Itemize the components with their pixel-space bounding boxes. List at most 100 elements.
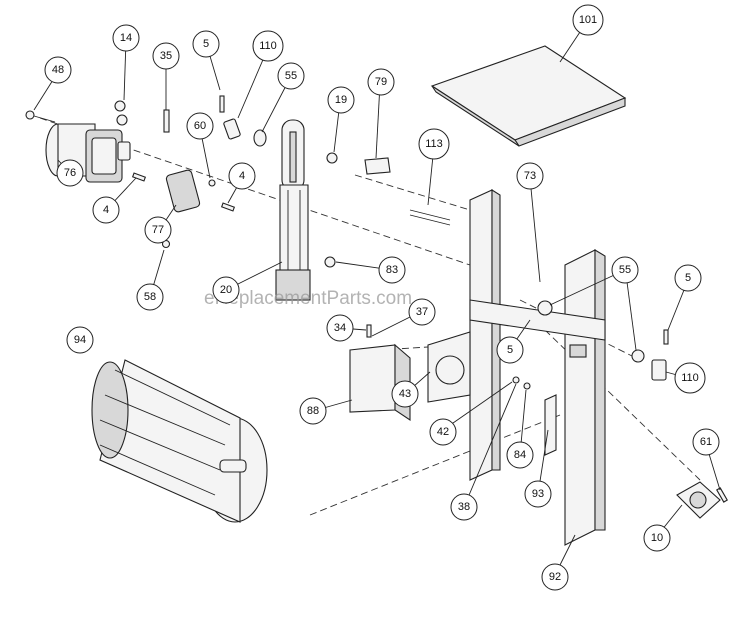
part-92-frame — [469, 189, 669, 546]
callout-label: 60 — [194, 120, 206, 132]
callout-label: 110 — [259, 40, 277, 52]
callout-circle — [92, 196, 120, 224]
callout-5: 5 — [496, 336, 524, 364]
callout-label: 20 — [220, 284, 232, 296]
callout-label: 84 — [514, 449, 526, 461]
callout-label: 73 — [524, 170, 536, 182]
callout-circle — [44, 56, 72, 84]
callout-label: 113 — [425, 138, 443, 150]
callout-label: 101 — [579, 14, 597, 26]
callout-label: 83 — [386, 264, 398, 276]
callout-circle — [429, 418, 457, 446]
part-10-bearing — [676, 481, 728, 519]
callout-label: 37 — [416, 306, 428, 318]
callout-label: 61 — [700, 436, 712, 448]
callout-55: 55 — [611, 256, 639, 284]
callout-circle — [692, 428, 720, 456]
callout-label: 4 — [239, 170, 245, 182]
callout-label: 55 — [619, 264, 631, 276]
part-79-plate — [364, 157, 391, 175]
callout-110: 110 — [674, 362, 706, 394]
callout-circle — [56, 159, 84, 187]
callout-circle — [643, 524, 671, 552]
callout-circle — [326, 314, 354, 342]
callout-42: 42 — [429, 418, 457, 446]
callout-label: 14 — [120, 32, 132, 44]
callout-label: 5 — [203, 38, 209, 50]
watermark-text: eReplacementParts.com — [204, 288, 412, 309]
callout-label: 48 — [52, 64, 64, 76]
part-101-top-plate — [430, 45, 627, 147]
callout-76: 76 — [56, 159, 84, 187]
callout-55: 55 — [277, 62, 305, 90]
callout-circle — [277, 62, 305, 90]
callout-label: 110 — [681, 372, 699, 384]
callout-19: 19 — [327, 86, 355, 114]
callout-circle — [66, 326, 94, 354]
part-94-drum — [91, 359, 268, 523]
callout-circle — [418, 128, 450, 160]
callout-35: 35 — [152, 42, 180, 70]
callout-60: 60 — [186, 112, 214, 140]
callout-38: 38 — [450, 493, 478, 521]
callout-label: 58 — [144, 291, 156, 303]
callout-92: 92 — [541, 563, 569, 591]
callout-label: 4 — [103, 204, 109, 216]
callout-101: 101 — [572, 4, 604, 36]
callout-label: 34 — [334, 322, 346, 334]
callout-113: 113 — [418, 128, 450, 160]
callout-4: 4 — [92, 196, 120, 224]
callout-93: 93 — [524, 480, 552, 508]
callout-88: 88 — [299, 397, 327, 425]
callout-label: 79 — [375, 76, 387, 88]
callout-circle — [408, 298, 436, 326]
callout-label: 42 — [437, 426, 449, 438]
callout-label: 55 — [285, 70, 297, 82]
callout-circle — [212, 276, 240, 304]
callout-94: 94 — [66, 326, 94, 354]
callout-48: 48 — [44, 56, 72, 84]
callout-circle — [524, 480, 552, 508]
part-coupler-group — [131, 109, 236, 249]
callout-84: 84 — [506, 441, 534, 469]
callout-label: 10 — [651, 532, 663, 544]
callout-label: 88 — [307, 405, 319, 417]
callout-label: 35 — [160, 50, 172, 62]
callout-34: 34 — [326, 314, 354, 342]
callout-73: 73 — [516, 162, 544, 190]
callout-circle — [674, 264, 702, 292]
callout-circle — [327, 86, 355, 114]
callout-label: 19 — [335, 94, 347, 106]
callout-circle — [516, 162, 544, 190]
callout-circle — [367, 68, 395, 96]
callout-37: 37 — [408, 298, 436, 326]
callout-circle — [378, 256, 406, 284]
part-113-handle — [409, 209, 451, 226]
callout-label: 92 — [549, 571, 561, 583]
callout-circle — [611, 256, 639, 284]
part-110-55-upper — [219, 95, 267, 147]
callout-110: 110 — [252, 30, 284, 62]
callout-circle — [496, 336, 524, 364]
callout-5: 5 — [674, 264, 702, 292]
callout-label: 5 — [685, 272, 691, 284]
callout-label: 77 — [152, 224, 164, 236]
callout-circle — [572, 4, 604, 36]
callout-circle — [506, 441, 534, 469]
callout-circle — [299, 397, 327, 425]
callout-79: 79 — [367, 68, 395, 96]
callout-circle — [674, 362, 706, 394]
callout-label: 43 — [399, 388, 411, 400]
callout-circle — [450, 493, 478, 521]
callout-58: 58 — [136, 283, 164, 311]
callout-61: 61 — [692, 428, 720, 456]
callout-20: 20 — [212, 276, 240, 304]
callout-5: 5 — [192, 30, 220, 58]
callout-circle — [112, 24, 140, 52]
callout-77: 77 — [144, 216, 172, 244]
callout-label: 38 — [458, 501, 470, 513]
callout-circle — [252, 30, 284, 62]
callout-4: 4 — [228, 162, 256, 190]
callout-circle — [136, 283, 164, 311]
